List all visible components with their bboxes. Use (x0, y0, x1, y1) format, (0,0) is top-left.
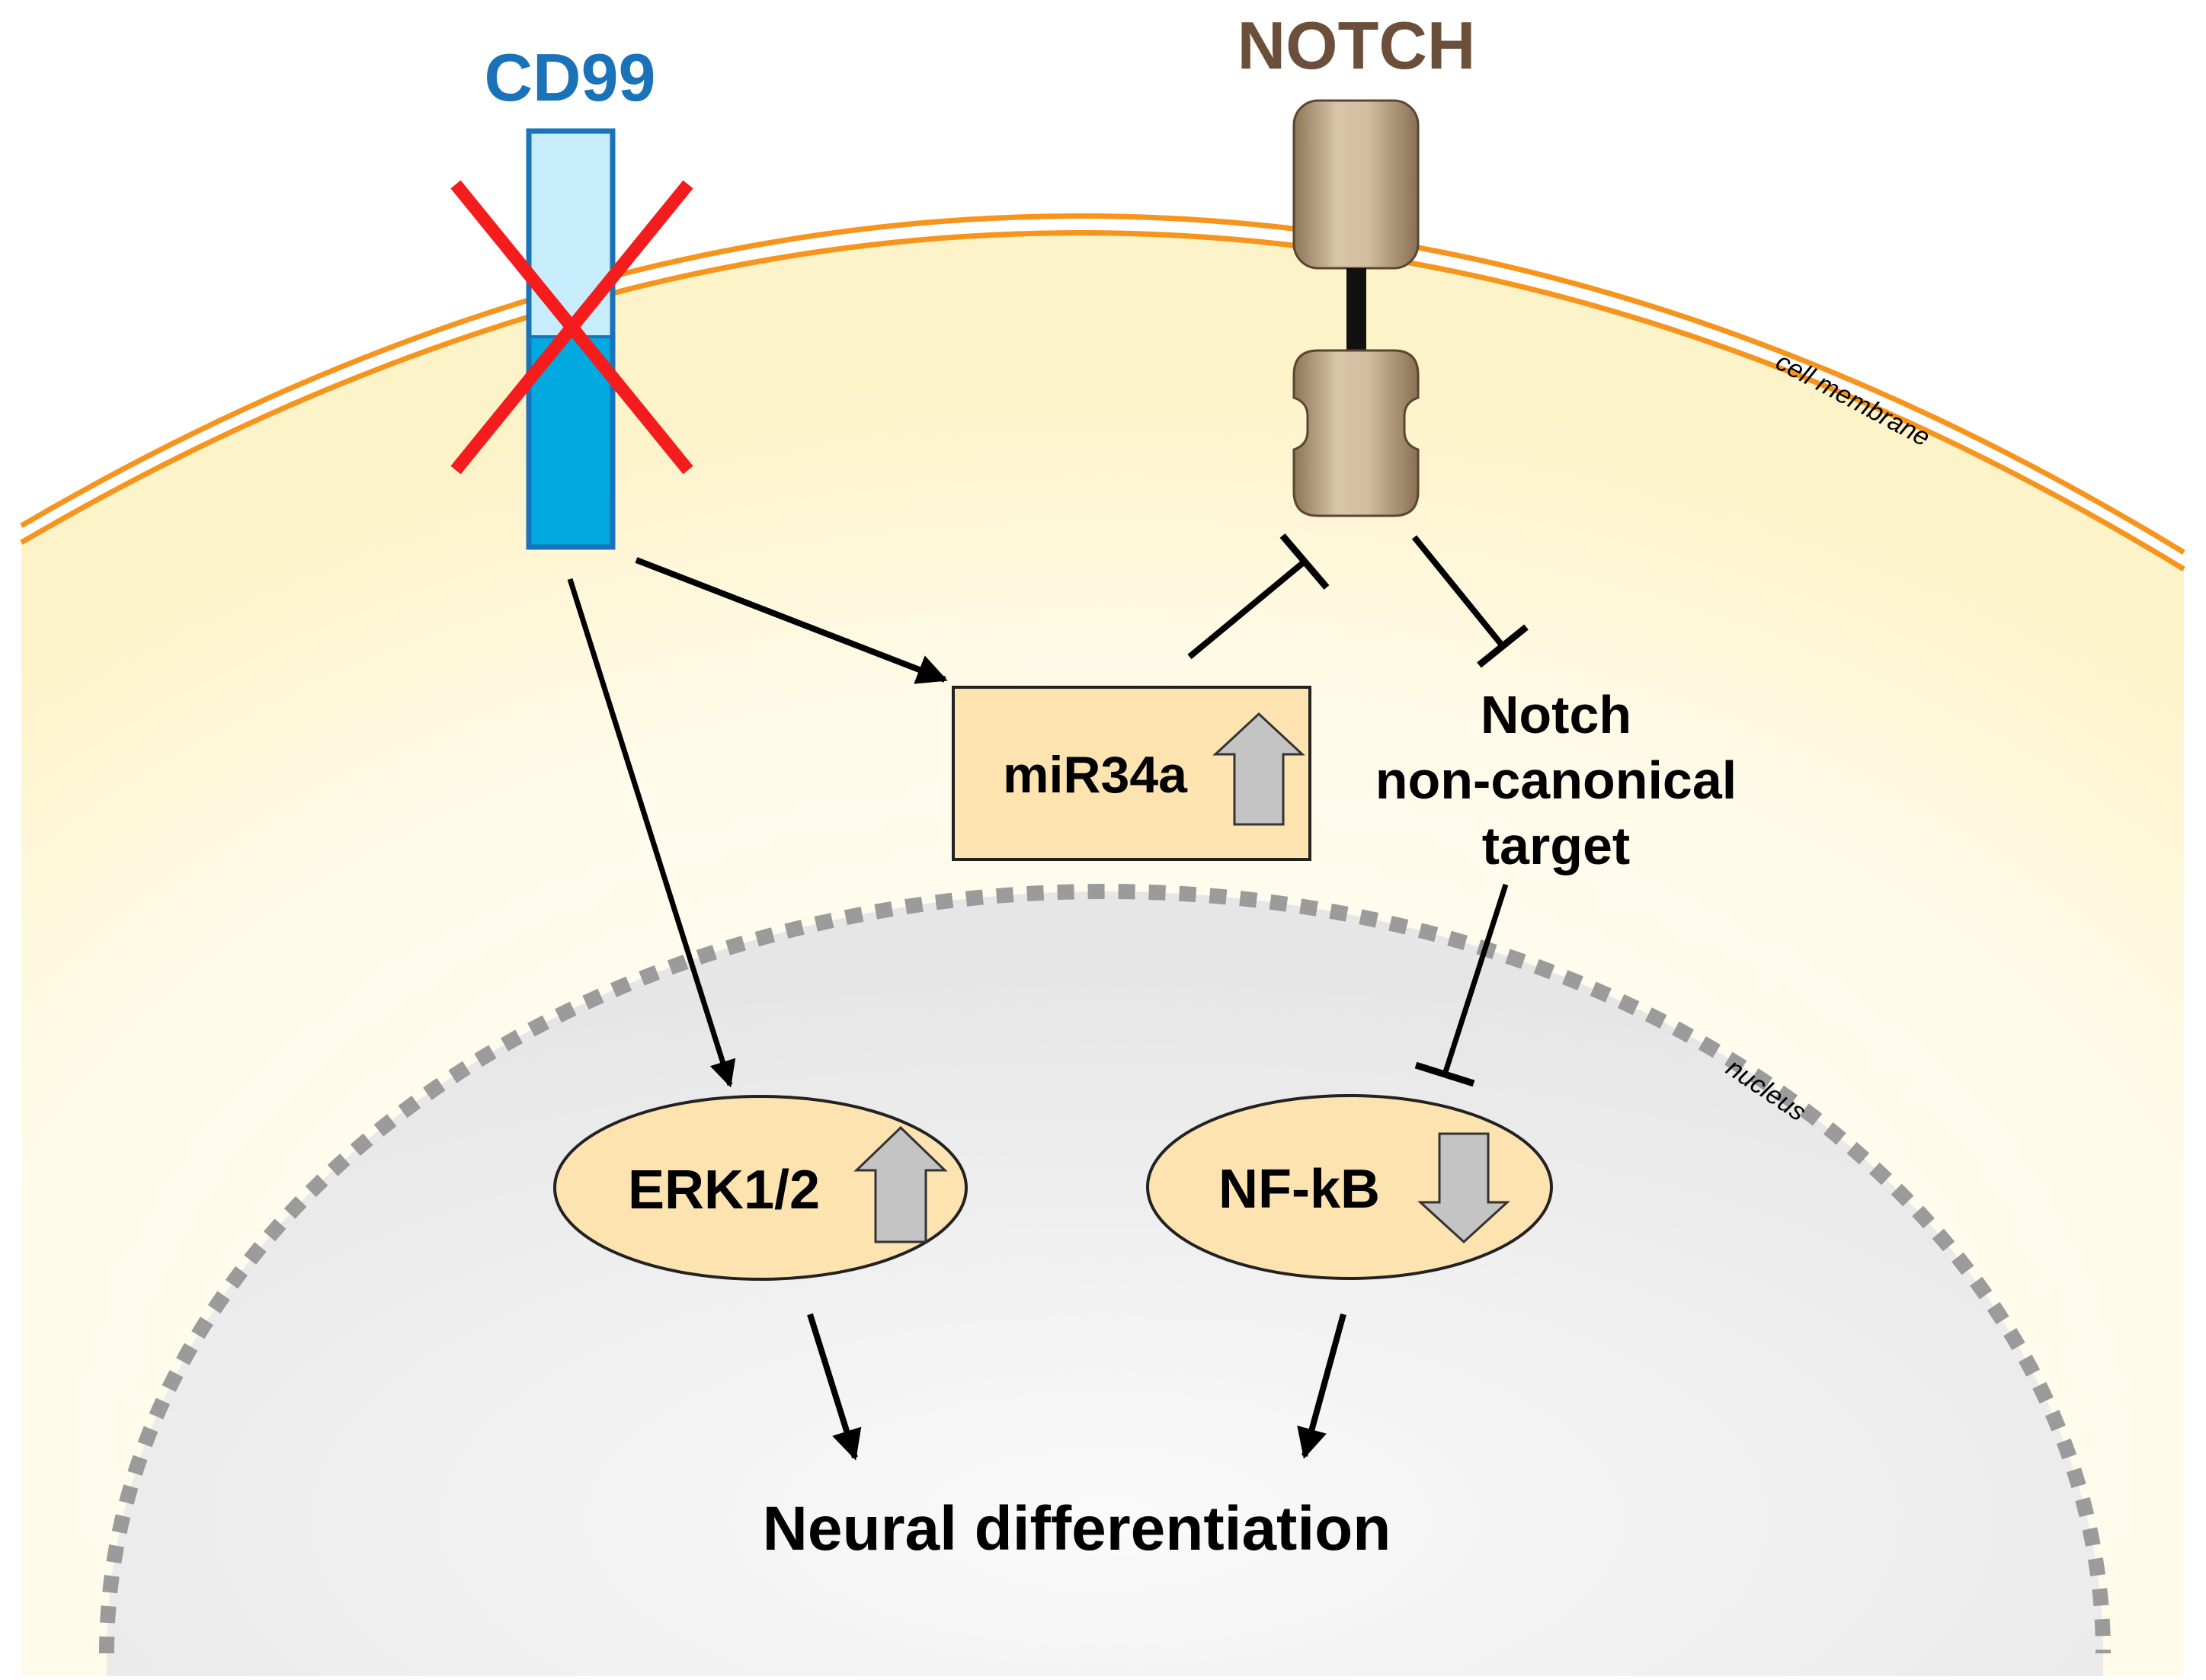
nucleus-body (107, 891, 2103, 1676)
mir34a-node: miR34a (952, 686, 1311, 861)
edge-mir34a-inhibits-notch (1187, 533, 1330, 660)
mir34a-label: miR34a (1003, 746, 1188, 804)
edge-erk-to-outcome (807, 1313, 862, 1461)
cd99-label: CD99 (485, 40, 656, 115)
notch-target-line2: non-canonical (1375, 750, 1737, 810)
notch-target-line1: Notch (1481, 685, 1631, 744)
erk-label: ERK1/2 (628, 1160, 820, 1221)
cd99-receptor (526, 128, 616, 550)
notch-target-node: Notch non-canonical target (1375, 685, 1737, 875)
outcome-label: Neural differentiation (763, 1494, 1391, 1563)
edge-notch-inhibits-target (1411, 535, 1529, 668)
nucleus-envelope (99, 884, 2111, 1654)
edge-cd99-to-erk (567, 578, 736, 1088)
cell-membrane-outer (20, 213, 2185, 555)
erk-node: ERK1/2 (553, 1095, 968, 1281)
cell-membrane-inner (20, 230, 2185, 571)
edge-cd99-to-mir34a (635, 557, 948, 684)
notch-label: NOTCH (1237, 8, 1476, 83)
mir34a-up-arrow-icon (1212, 712, 1305, 826)
knockout-cross-icon (450, 180, 693, 475)
nfkb-label: NF-kB (1218, 1159, 1380, 1220)
notch-receptor (1292, 99, 1420, 517)
edge-nfkb-to-outcome (1297, 1313, 1346, 1459)
nfkb-node: NF-kB (1146, 1094, 1553, 1280)
nfkb-down-arrow-icon (1417, 1132, 1510, 1244)
edge-target-inhibits-nfkb (1414, 883, 1509, 1087)
notch-target-line3: target (1482, 816, 1630, 875)
erk-up-arrow-icon (853, 1125, 948, 1243)
